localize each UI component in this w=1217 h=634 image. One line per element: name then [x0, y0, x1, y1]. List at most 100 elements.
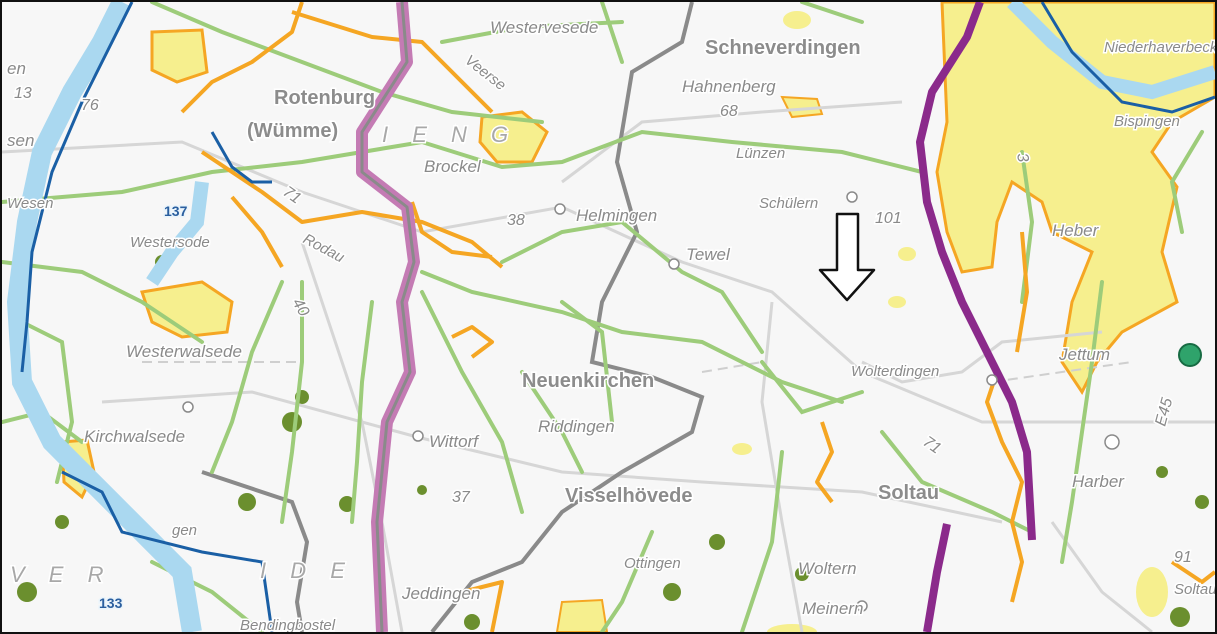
place-dot — [986, 374, 998, 386]
corridor — [2, 129, 924, 204]
reserve-area-south — [555, 598, 609, 632]
corridor — [420, 270, 844, 404]
label-soltau-east: Soltau — [1174, 581, 1215, 598]
station-marker[interactable] — [1178, 343, 1202, 367]
corridor — [440, 20, 624, 44]
label-route-68: 68 — [720, 103, 738, 120]
label-route-38: 38 — [507, 212, 525, 229]
forest-patch — [1170, 607, 1190, 627]
district-border — [61, 470, 274, 632]
yellow-patch — [898, 247, 916, 261]
label-meinern: Meinern — [802, 599, 863, 618]
minor-roads — [2, 100, 1215, 632]
orange-route — [1015, 231, 1029, 353]
district-border — [1040, 2, 1215, 114]
yellow-patch — [732, 443, 752, 455]
orange-route — [1170, 560, 1215, 584]
corridor — [560, 300, 614, 424]
corridor — [1169, 130, 1204, 234]
corridor — [600, 530, 654, 632]
forest-patch — [464, 614, 480, 630]
label-bendingbostel: Bendingbostel — [240, 617, 336, 632]
corridor — [420, 290, 524, 514]
forest-patch — [55, 515, 69, 529]
dashed-boundary — [142, 361, 1133, 383]
forest-patch — [709, 534, 725, 550]
heide-reserve-area — [935, 2, 1215, 395]
reserve-area-brockel — [478, 110, 549, 164]
label-en: en — [7, 59, 26, 78]
railway-line — [430, 2, 705, 632]
forest-patch — [238, 493, 256, 511]
forest-patch — [417, 485, 427, 495]
label-brockel: Brockel — [424, 157, 482, 176]
orange-corridors — [180, 2, 1215, 632]
label-schuelern: Schülern — [759, 195, 818, 212]
label-rotenburg: Rotenburg — [274, 87, 375, 109]
river-band-branch — [146, 181, 209, 286]
label-neuenkirchen: Neuenkirchen — [522, 370, 654, 392]
place-dot — [1104, 434, 1120, 450]
label-wumme: (Wümme) — [247, 120, 338, 142]
corridor — [1060, 280, 1104, 564]
label-schneverdingen: Schneverdingen — [705, 37, 861, 59]
label-route-137: 137 — [164, 203, 188, 219]
label-westersode: Westersode — [130, 234, 210, 251]
orange-route — [410, 201, 493, 259]
orange-route — [180, 2, 304, 114]
yellow-patch — [1136, 567, 1168, 617]
place-dot — [668, 258, 680, 270]
highway-center — [360, 2, 416, 632]
label-region-ide: I D E — [260, 558, 354, 583]
corridor — [600, 2, 624, 64]
label-westervesede: Westervesede — [490, 18, 598, 37]
label-woltern: Woltern — [798, 559, 857, 578]
forest-patch — [17, 582, 37, 602]
label-route-91: 91 — [1174, 549, 1192, 566]
river-band-west — [6, 2, 202, 632]
orange-route — [200, 150, 504, 269]
orange-route — [230, 195, 284, 268]
yellow-patch — [888, 296, 906, 308]
label-visselhoevede: Visselhövede — [565, 485, 692, 507]
orange-route — [291, 10, 494, 114]
district-border — [20, 2, 134, 373]
railway-branch — [201, 470, 310, 632]
reserve-area-nw — [150, 28, 209, 84]
label-wesen: Wesen — [7, 195, 53, 212]
forest-patch — [1156, 466, 1168, 478]
yellow-patch — [767, 624, 817, 632]
highway-purple-south — [923, 523, 951, 632]
forest-patch — [339, 496, 355, 512]
corridor — [150, 2, 544, 124]
forest-patch — [795, 567, 809, 581]
label-route-13: 13 — [14, 85, 32, 102]
label-region-ver: V E R — [10, 562, 112, 587]
road — [861, 330, 1103, 384]
road — [101, 390, 1003, 524]
place-markers — [182, 191, 1120, 612]
label-harber: Harber — [1072, 472, 1125, 491]
orange-route — [985, 371, 1024, 603]
orange-route — [451, 325, 494, 359]
road — [760, 301, 804, 632]
reserve-area-westerwalsede — [140, 280, 234, 339]
corridor — [2, 260, 204, 344]
place-dot — [846, 191, 858, 203]
label-kirchwalsede: Kirchwalsede — [84, 427, 185, 446]
label-wolterdingen: Wolterdingen — [851, 363, 939, 380]
forest-patch — [663, 583, 681, 601]
label-sen: sen — [7, 131, 34, 150]
forest-patch — [282, 412, 302, 432]
label-jeddingen: Jeddingen — [401, 584, 480, 603]
label-hahnenberg: Hahnenberg — [682, 77, 776, 96]
label-tewel: Tewel — [686, 245, 731, 264]
down-arrow-icon — [818, 212, 876, 302]
corridor — [520, 370, 584, 474]
road — [300, 241, 404, 632]
yellow-patch — [783, 11, 811, 29]
label-bispingen: Bispingen — [1114, 113, 1180, 130]
road — [1050, 521, 1153, 632]
